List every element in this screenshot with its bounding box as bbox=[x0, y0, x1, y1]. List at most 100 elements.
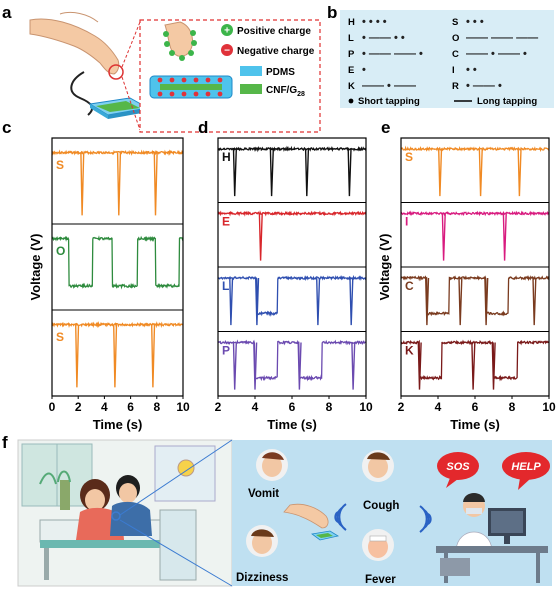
x-tick-label: 8 bbox=[326, 400, 333, 414]
tap-spike bbox=[113, 324, 118, 388]
panel-label-e: e bbox=[381, 118, 390, 137]
series-label: S bbox=[405, 150, 413, 164]
desk-icon bbox=[436, 546, 548, 553]
x-tick-label: 6 bbox=[289, 400, 296, 414]
tap-spike bbox=[349, 277, 354, 326]
y-axis-label: Voltage (V) bbox=[28, 234, 43, 301]
series-label: S bbox=[56, 158, 64, 172]
x-axis-label: Time (s) bbox=[267, 417, 317, 432]
tap-spike bbox=[229, 277, 234, 326]
fever-icon bbox=[362, 529, 394, 561]
panel-b: H • • • • L • —— • • P • —— —— • E • K —… bbox=[340, 10, 554, 108]
morse-letter: R bbox=[452, 81, 459, 92]
tap-spike bbox=[304, 148, 310, 197]
tap-spike bbox=[441, 213, 446, 261]
tap-spike bbox=[438, 148, 443, 197]
x-axis-label: Time (s) bbox=[450, 417, 500, 432]
morse-code: • —— • • bbox=[362, 32, 405, 44]
signal-trace-c-1 bbox=[51, 235, 184, 290]
tap-spike bbox=[417, 342, 422, 390]
morse-letter: L bbox=[348, 33, 354, 44]
tap-spike bbox=[80, 152, 85, 216]
x-tick-label: 4 bbox=[101, 400, 108, 414]
help-bubble bbox=[502, 452, 550, 480]
signal-trace-e-1 bbox=[400, 210, 550, 217]
series-label: I bbox=[405, 215, 408, 229]
x-tick-label: 10 bbox=[359, 400, 373, 414]
cough-icon bbox=[362, 450, 394, 482]
tap-spike bbox=[316, 277, 321, 326]
tap-spike bbox=[532, 277, 537, 326]
series-label: H bbox=[222, 150, 231, 164]
series-label: K bbox=[405, 344, 414, 358]
x-tick-label: 4 bbox=[252, 400, 259, 414]
x-tick-label: 10 bbox=[176, 400, 190, 414]
legend-cnf: CNF/G28 bbox=[266, 85, 305, 98]
x-tick-label: 2 bbox=[215, 400, 222, 414]
morse-code: —— —— —— bbox=[466, 32, 538, 44]
morse-code: • • • bbox=[466, 16, 484, 28]
x-tick-label: 0 bbox=[49, 400, 56, 414]
positive-charge-icon bbox=[221, 24, 233, 36]
alarm-clock-icon bbox=[177, 459, 195, 477]
legend-long: Long tapping bbox=[477, 96, 537, 107]
dizziness-icon bbox=[246, 525, 278, 557]
y-axis-label: Voltage (V) bbox=[377, 234, 392, 301]
panel-label-b: b bbox=[327, 3, 337, 22]
signal-trace-e-0 bbox=[400, 145, 550, 153]
morse-letter: K bbox=[348, 81, 355, 92]
tap-spike bbox=[269, 148, 274, 197]
morse-letter: O bbox=[452, 33, 459, 44]
label-cough: Cough bbox=[363, 500, 399, 512]
tap-spike bbox=[517, 148, 522, 197]
tap-spike bbox=[351, 342, 356, 390]
tap-spike bbox=[297, 342, 302, 390]
morse-letter: E bbox=[348, 65, 354, 76]
morse-code: —— • —— bbox=[362, 80, 416, 92]
morse-table bbox=[340, 10, 554, 108]
tap-hand-icon bbox=[283, 503, 329, 529]
morse-letter: I bbox=[452, 65, 455, 76]
label-vomit: Vomit bbox=[248, 488, 279, 500]
panel-label-d: d bbox=[198, 118, 208, 137]
tap-spike bbox=[232, 342, 237, 390]
tap-spike bbox=[116, 152, 122, 216]
x-tick-label: 6 bbox=[472, 400, 479, 414]
morse-code: • • • • bbox=[362, 16, 387, 28]
tap-spike bbox=[258, 213, 263, 261]
tap-spike bbox=[484, 277, 489, 326]
wifi-icon bbox=[334, 503, 347, 531]
x-axis-label: Time (s) bbox=[93, 417, 143, 432]
x-tick-label: 8 bbox=[509, 400, 516, 414]
wifi-icon bbox=[419, 505, 432, 533]
vomit-icon bbox=[256, 449, 288, 481]
tap-spike bbox=[347, 148, 352, 197]
signal-trace-d-2 bbox=[217, 274, 367, 317]
morse-letter: C bbox=[452, 49, 459, 60]
signal-trace-d-0 bbox=[217, 145, 367, 153]
morse-letter: S bbox=[452, 17, 458, 28]
signal-trace-d-1 bbox=[217, 210, 367, 217]
signal-trace-d-3 bbox=[217, 339, 367, 382]
series-label: S bbox=[56, 330, 64, 344]
plot-frame bbox=[51, 137, 184, 397]
morse-code: • • bbox=[466, 64, 477, 76]
x-tick-label: 2 bbox=[75, 400, 82, 414]
tap-spike bbox=[478, 148, 483, 197]
morse-code: • —— —— • bbox=[362, 48, 423, 60]
short-tap-icon bbox=[348, 98, 354, 104]
x-tick-label: 10 bbox=[542, 400, 556, 414]
tap-spike bbox=[151, 324, 156, 388]
panel-label-f: f bbox=[2, 433, 8, 452]
help-text: HELP bbox=[511, 461, 541, 473]
negative-charge-icon bbox=[221, 44, 233, 56]
series-label: P bbox=[222, 344, 230, 358]
signal-trace-c-2 bbox=[51, 321, 184, 329]
series-label: E bbox=[222, 215, 230, 229]
x-tick-label: 2 bbox=[398, 400, 405, 414]
panel-label-a: a bbox=[2, 3, 12, 22]
